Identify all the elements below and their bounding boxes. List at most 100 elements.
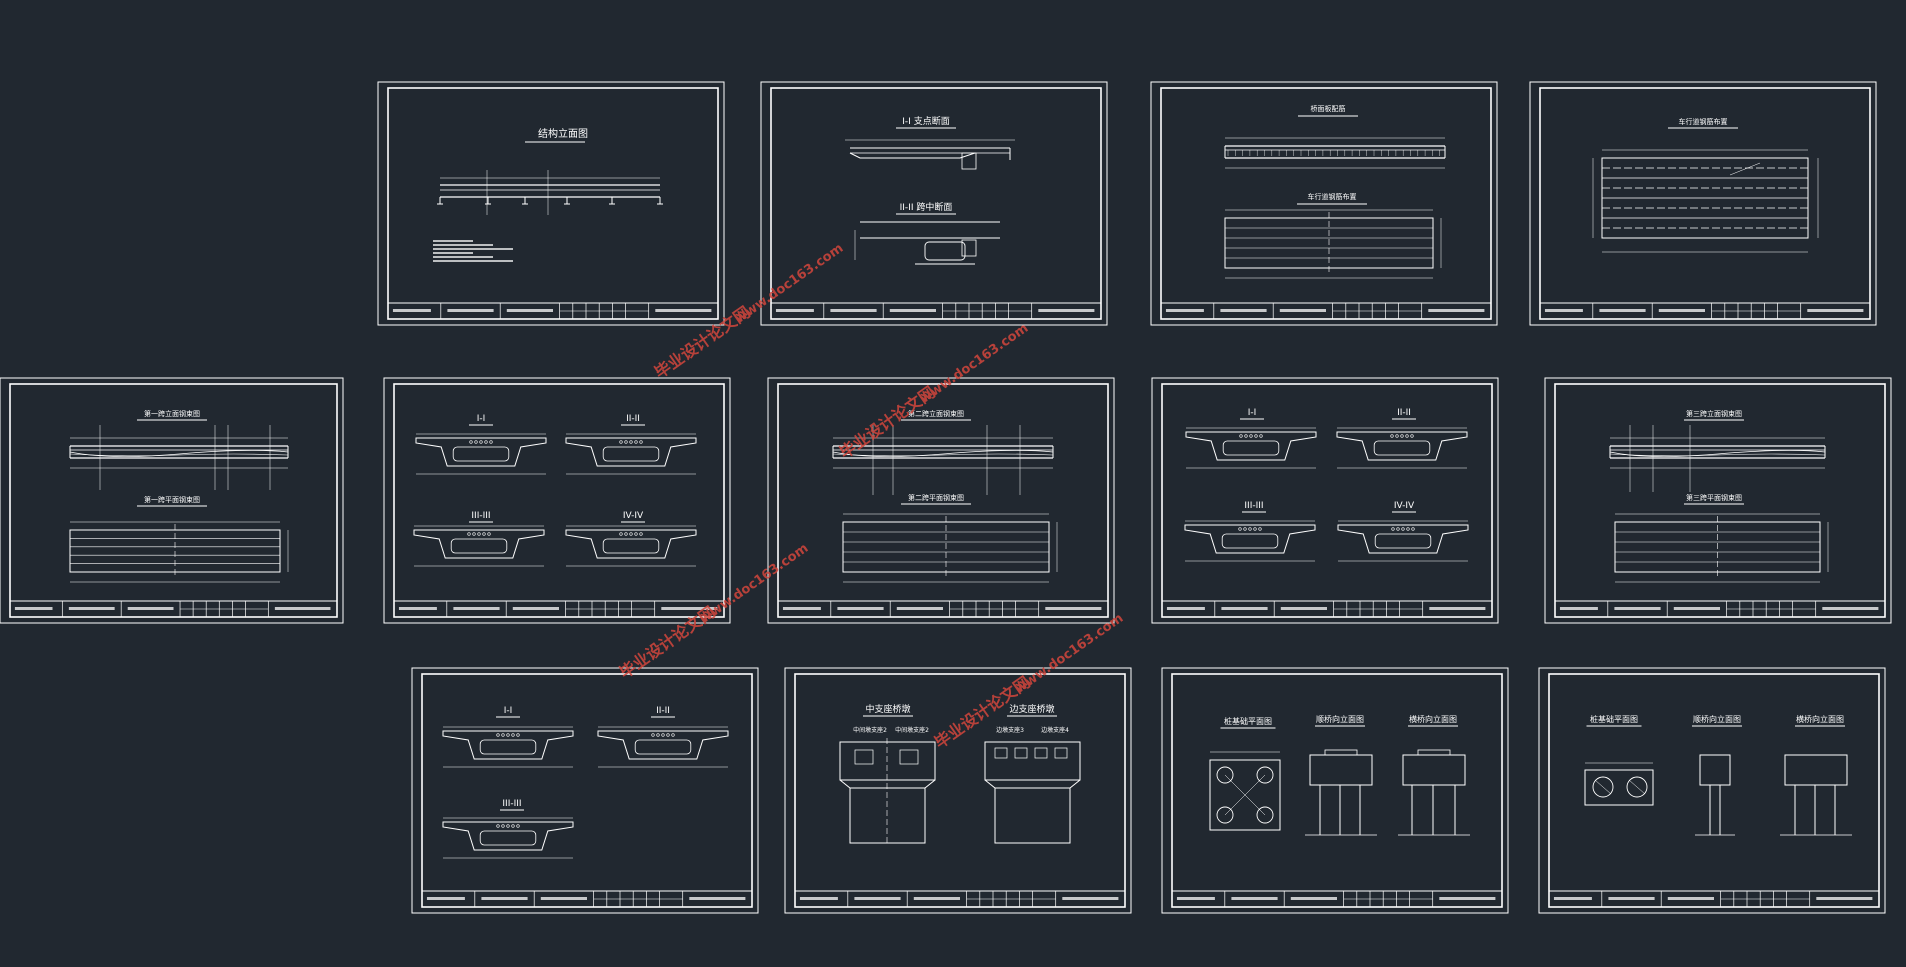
- title-block-text: [1807, 309, 1864, 312]
- pile-cap-elevation: [1784, 754, 1848, 786]
- box-cell: [634, 739, 692, 755]
- title-block: [1160, 302, 1492, 320]
- title-block: [1171, 890, 1503, 908]
- sheet-outer-border: [1151, 377, 1499, 624]
- section-label: II-II: [1397, 408, 1411, 418]
- section-label: I-I: [477, 414, 486, 424]
- sheet-inner-border: [393, 383, 725, 618]
- title-block-text: [1290, 897, 1337, 900]
- sheet-outer-border: [0, 377, 344, 624]
- bearing: [994, 747, 1008, 759]
- sheet-outer-border: [1544, 377, 1892, 624]
- title-block: [1539, 302, 1871, 320]
- pile-cap-elevation: [1309, 754, 1373, 786]
- title-block-text: [540, 897, 587, 900]
- sheet-inner-border: [1161, 383, 1493, 618]
- title-block-text: [889, 309, 936, 312]
- tendon-dot: [619, 532, 623, 536]
- pile-circle: [1256, 806, 1274, 824]
- title-block-text: [830, 309, 877, 312]
- title-block: [777, 600, 1109, 618]
- title-block-text: [1429, 607, 1486, 610]
- drawing-sheet-s4[interactable]: 车行道钢筋布置: [1529, 81, 1877, 326]
- diagonal: [1628, 779, 1646, 795]
- drawing-title: II-II 跨中断面: [900, 201, 953, 213]
- pile-circle: [1626, 776, 1648, 798]
- tendon-dot: [651, 733, 655, 737]
- drawing-title: 第二跨立面钢束图: [908, 409, 964, 418]
- tendon-dot: [1395, 434, 1399, 438]
- title-block-text: [1176, 897, 1215, 900]
- title-block-text: [14, 607, 53, 610]
- tendon-curve: [69, 453, 289, 457]
- pier-sublabel: 中间墩支座2: [853, 726, 887, 734]
- tendon-dot: [474, 440, 478, 444]
- title-block-text: [1544, 309, 1583, 312]
- section-label: I-I: [504, 706, 513, 716]
- drawing-title: 中支座桥墩: [865, 703, 910, 715]
- diagonal: [1594, 779, 1612, 795]
- title-block-text: [1822, 607, 1879, 610]
- drawing-title: 车行道钢筋布置: [1308, 192, 1357, 201]
- title-block-text: [426, 897, 465, 900]
- title-block-text: [837, 607, 884, 610]
- title-block-text: [1231, 897, 1278, 900]
- sheet-outer-border: [760, 81, 1108, 326]
- drawing-title: 第三跨立面钢束图: [1686, 409, 1742, 418]
- tendon-dot: [1400, 434, 1404, 438]
- sheet-outer-border: [411, 667, 759, 914]
- title-block: [794, 890, 1126, 908]
- watermark-url: www.doc163.com: [698, 541, 812, 627]
- title-block: [393, 600, 725, 618]
- box-girder-section: [597, 730, 729, 760]
- title-block-text: [854, 897, 901, 900]
- title-block-text: [1667, 897, 1714, 900]
- box-cell: [479, 830, 537, 846]
- drawing-title: 车行道钢筋布置: [1679, 117, 1728, 126]
- title-block-text: [1658, 309, 1705, 312]
- title-block-text: [661, 607, 718, 610]
- section-label: IV-IV: [623, 511, 644, 521]
- drawing-sheet-s12[interactable]: 桩基础平面图顺桥向立面图横桥向立面图: [1161, 667, 1509, 914]
- drawing-sheet-s1[interactable]: 结构立面图: [377, 81, 725, 326]
- tendon-dot: [506, 733, 510, 737]
- tendon-dot: [1396, 527, 1400, 531]
- tendon-dot: [629, 440, 633, 444]
- box-cell: [479, 739, 537, 755]
- drawing-title: 桩基础平面图: [1590, 714, 1638, 724]
- tendon-dot: [639, 440, 643, 444]
- tendon-dot: [1411, 527, 1415, 531]
- tendon-dot: [1243, 527, 1247, 531]
- tendon-dot: [516, 733, 520, 737]
- bearing: [1034, 747, 1048, 759]
- title-block-text: [782, 607, 821, 610]
- section-label: I-I: [1248, 408, 1257, 418]
- title-block-text: [392, 309, 431, 312]
- drawing-title: 边支座桥墩: [1009, 703, 1054, 715]
- sheet-outer-border: [1529, 81, 1877, 326]
- bearing: [854, 749, 874, 765]
- title-block: [1161, 600, 1493, 618]
- title-block: [387, 302, 719, 320]
- drawing-sheet-s13[interactable]: 桩基础平面图顺桥向立面图横桥向立面图: [1538, 667, 1886, 914]
- tendon-dot: [487, 532, 491, 536]
- tendon-dot: [489, 440, 493, 444]
- box-cell: [450, 538, 508, 554]
- tendon-dot: [472, 532, 476, 536]
- title-block: [770, 302, 1102, 320]
- box-girder-section: [565, 437, 697, 467]
- tendon-dot: [1239, 434, 1243, 438]
- tendon-dot: [496, 733, 500, 737]
- drawing-title: 第一跨立面钢束图: [144, 409, 200, 418]
- tendon-dot: [624, 440, 628, 444]
